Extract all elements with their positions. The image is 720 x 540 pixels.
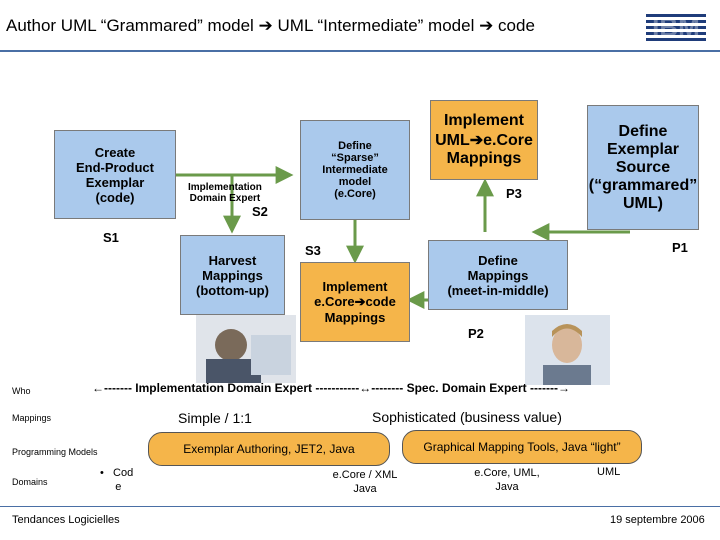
footer-right: 19 septembre 2006 bbox=[610, 514, 705, 526]
domain-uml: UML bbox=[597, 466, 621, 478]
domain-ecore-uml: e.Core, UML, Java bbox=[474, 467, 540, 493]
label-s2: S2 bbox=[252, 204, 268, 219]
mappings-label: Mappings bbox=[12, 413, 52, 423]
label-s3: S3 bbox=[305, 243, 321, 258]
implement-ecore-code-box: Implement e.Core➔code Mappings bbox=[300, 262, 410, 342]
exemplar-authoring-pill: Exemplar Authoring, JET2, Java bbox=[148, 432, 390, 466]
label-p2: P2 bbox=[468, 326, 484, 341]
implement-uml-ecore-box: Implement UML➔e.Core Mappings bbox=[430, 100, 538, 180]
define-mappings-box: Define Mappings (meet-in-middle) bbox=[428, 240, 568, 310]
who-span-line: ←------- Implementation Domain Expert --… bbox=[92, 381, 570, 395]
create-exemplar-box: Create End-Product Exemplar (code) bbox=[54, 130, 176, 219]
ibm-logo-icon: IBM bbox=[646, 12, 706, 42]
label-p1: P1 bbox=[672, 240, 688, 255]
left-person-icon bbox=[196, 315, 296, 383]
footer-rule bbox=[0, 506, 720, 507]
who-label: Who bbox=[12, 386, 31, 396]
define-exemplar-source-box: Define Exemplar Source (“grammared” UML) bbox=[587, 105, 699, 230]
simple-label: Simple / 1:1 bbox=[178, 410, 252, 426]
right-person-icon bbox=[525, 315, 610, 385]
footer-left: Tendances Logicielles bbox=[12, 514, 120, 526]
define-sparse-model-box: Define “Sparse” Intermediate model (e.Co… bbox=[300, 120, 410, 220]
domain-code: • Cod e bbox=[100, 467, 134, 493]
title-rule bbox=[0, 50, 720, 52]
label-p3: P3 bbox=[506, 186, 522, 201]
programming-models-label: Programming Models bbox=[12, 447, 98, 457]
harvest-mappings-box: Harvest Mappings (bottom-up) bbox=[180, 235, 285, 315]
domain-ecore-xml: e.Core / XML Java bbox=[332, 469, 398, 495]
graphical-mapping-pill: Graphical Mapping Tools, Java “light” bbox=[402, 430, 642, 464]
domains-label: Domains bbox=[12, 477, 48, 487]
implementation-expert-label: Implementation Domain Expert bbox=[188, 182, 262, 204]
sophisticated-label: Sophisticated (business value) bbox=[372, 409, 562, 425]
label-s1: S1 bbox=[103, 230, 119, 245]
ibm-logo-text: IBM bbox=[652, 12, 700, 42]
slide-title: Author UML “Grammared” model ➔ UML “Inte… bbox=[6, 16, 535, 35]
